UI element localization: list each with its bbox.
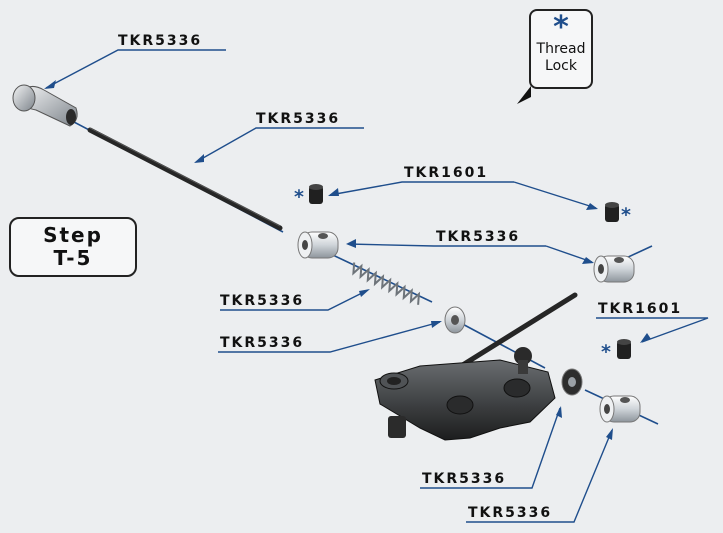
washer-right <box>561 368 583 396</box>
set-screw-upper-left <box>309 184 323 204</box>
thread-lock-legend-line2: Lock <box>545 58 577 74</box>
label-ball-end-top: TKR5336 <box>118 33 203 49</box>
leader-collar-pair-b <box>545 245 593 263</box>
washer-left <box>444 306 466 334</box>
label-set-screw-upper: TKR1601 <box>404 165 489 181</box>
thread-lock-legend-line1: Thread <box>536 41 586 57</box>
leader-collar-bottom <box>466 429 613 523</box>
leader-upper-screws-a <box>329 181 514 196</box>
steering-link <box>374 347 556 441</box>
set-screw-right <box>617 339 631 359</box>
step-number: T-5 <box>53 246 93 270</box>
leader-washer-right <box>420 407 561 489</box>
collar-upper-right <box>593 255 635 283</box>
step-title: Step <box>43 223 103 247</box>
label-set-screw-right: TKR1601 <box>598 301 683 317</box>
thread-lock-star-upper-left: * <box>294 186 304 208</box>
leader-washer-left <box>218 321 441 353</box>
step-box: Step T-5 <box>9 217 137 277</box>
leader-rod <box>195 127 364 163</box>
thread-lock-legend-star: * <box>553 10 569 45</box>
leader-screw-right <box>596 317 709 343</box>
leader-lines <box>45 49 709 523</box>
label-washer-right: TKR5336 <box>422 471 507 487</box>
leader-upper-screws-b <box>513 181 597 209</box>
leader-spring <box>220 289 369 311</box>
main-rod <box>87 127 283 231</box>
ball-end-top <box>12 84 78 127</box>
thread-lock-star-right: * <box>601 341 611 363</box>
collar-left <box>297 231 339 259</box>
leader-collar-pair-a <box>347 243 546 247</box>
thread-lock-star-upper-right: * <box>621 204 631 226</box>
leader-arrowheads <box>44 80 651 440</box>
thread-lock-legend: * Thread Lock <box>529 9 593 89</box>
label-collar-pair: TKR5336 <box>436 229 521 245</box>
label-collar-bottom: TKR5336 <box>468 505 553 521</box>
label-rod: TKR5336 <box>256 111 341 127</box>
collar-bottom-right <box>599 395 641 423</box>
set-screw-upper-right <box>605 202 619 222</box>
thread-lock-pointer <box>517 86 531 104</box>
label-spring: TKR5336 <box>220 293 305 309</box>
leader-ball-end <box>45 49 226 89</box>
label-washer-left: TKR5336 <box>220 335 305 351</box>
spring <box>352 262 421 305</box>
